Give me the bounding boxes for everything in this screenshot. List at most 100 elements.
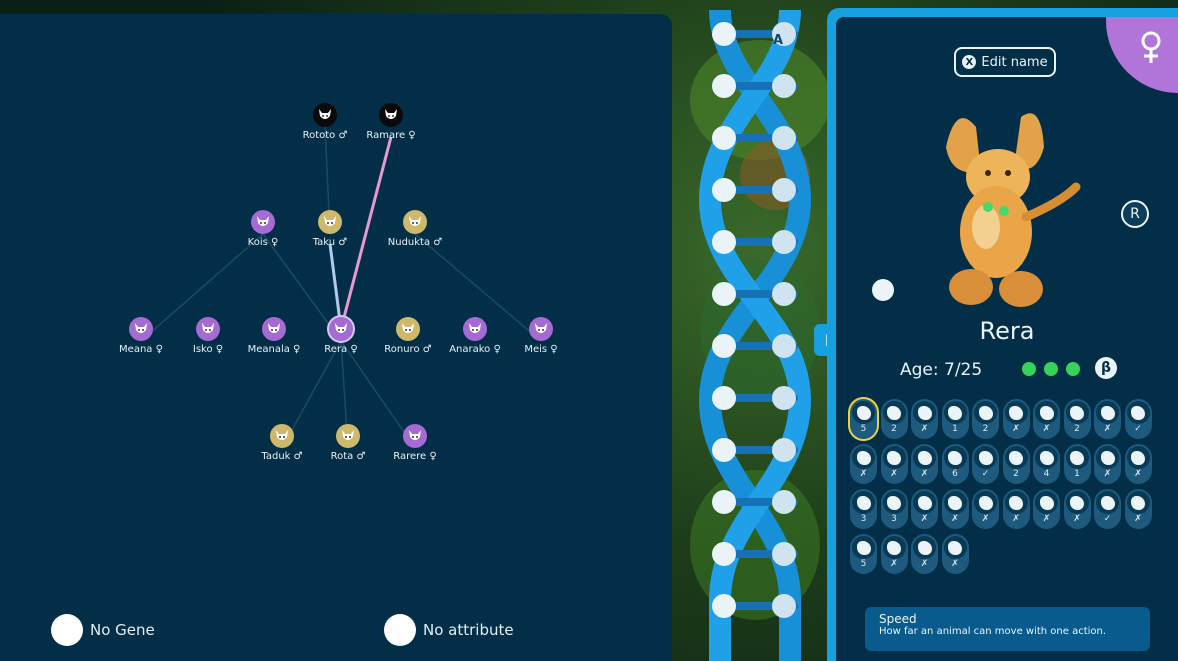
tree-node-rarere[interactable]: Rarere ♀ [375,424,455,462]
trait-slot[interactable]: ✗ [850,444,877,484]
trait-slot[interactable]: 2 [972,399,999,439]
trait-slot[interactable]: 4 [1033,444,1060,484]
tree-node-name: Ronuro ♂ [384,344,432,355]
trait-slot[interactable]: ✓ [972,444,999,484]
edit-name-button[interactable]: X Edit name [954,47,1056,77]
dna-helix[interactable]: A [680,0,828,661]
trait-icon [913,446,936,469]
trait-slot[interactable]: ✗ [1124,444,1152,484]
tree-node-anarako[interactable]: Anarako ♀ [435,317,515,355]
trait-slot[interactable]: 3 [880,489,908,529]
trait-level: ✗ [981,514,990,524]
trait-slot[interactable]: ✗ [1094,444,1121,484]
tooltip-title: Speed [879,612,917,626]
trait-icon [943,446,967,469]
legend-no-gene: No Gene [51,614,155,646]
trait-level: ✓ [1134,424,1142,434]
dna-top-right-label: A [773,33,783,48]
trait-icon [943,536,967,559]
tree-node-rototo[interactable]: Rototo ♂ [285,103,365,141]
tree-node-meana[interactable]: Meana ♀ [101,317,181,355]
trait-slot[interactable]: ✗ [1094,399,1121,439]
tree-node-name: Taduk ♂ [261,451,303,462]
trait-level: 6 [952,469,958,479]
creature-head-icon [529,317,553,341]
trait-slot[interactable]: ✗ [911,534,938,574]
trait-slot[interactable]: ✗ [880,534,908,574]
trait-slot[interactable]: ✗ [1033,489,1060,529]
trait-level: 2 [982,424,989,434]
trait-icon [974,401,997,424]
tree-node-ronuro[interactable]: Ronuro ♂ [368,317,448,355]
tree-node-nudukta[interactable]: Nudukta ♂ [375,210,455,248]
trait-slot[interactable]: 6 [941,444,969,484]
trait-slot[interactable]: 2 [1063,399,1091,439]
trait-level: ✗ [1134,514,1142,524]
trait-level: ✗ [1042,424,1051,434]
creature-head-icon [270,424,294,448]
tree-node-rera[interactable]: Rera ♀ [301,317,381,355]
tree-node-taku[interactable]: Taku ♂ [290,210,370,248]
trait-icon [882,401,906,424]
trait-icon [852,491,875,514]
tree-node-rota[interactable]: Rota ♂ [308,424,388,462]
trait-icon [1065,401,1089,424]
creature-head-icon [313,103,337,127]
trait-icon [1126,491,1150,514]
trait-icon [1004,401,1028,424]
trait-slot[interactable]: ✓ [1094,489,1121,529]
trait-slot[interactable]: ✗ [941,534,969,574]
trait-slot[interactable]: ✗ [941,489,969,529]
trait-level: 1 [952,424,958,434]
trait-level: ✗ [920,424,929,434]
tree-node-name: Rera ♀ [324,344,358,355]
trait-slot[interactable]: ✗ [1033,399,1060,439]
trait-slot[interactable]: ✗ [911,399,938,439]
tree-node-kois[interactable]: Kois ♀ [223,210,303,248]
trait-slot[interactable]: 2 [880,399,908,439]
trait-slot[interactable]: 5 [850,534,877,574]
creature-model[interactable] [926,107,1086,317]
creature-head-icon [196,317,220,341]
trait-slot[interactable]: ✗ [1063,489,1091,529]
dna-gene-right-icon [772,490,796,514]
trait-slot[interactable]: 1 [1063,444,1091,484]
trait-slot[interactable]: 2 [1002,444,1030,484]
trait-level: ✗ [859,469,868,479]
trait-slot[interactable]: ✗ [880,444,908,484]
trait-slot[interactable]: ✗ [1002,489,1030,529]
trait-slot[interactable]: ✗ [911,444,938,484]
tree-node-ramare[interactable]: Ramare ♀ [351,103,431,141]
trait-slot[interactable]: ✗ [1002,399,1030,439]
trait-level: ✗ [1134,469,1142,479]
trait-level: ✗ [1073,514,1081,524]
trait-level: ✓ [981,469,990,479]
family-tree-panel: Rototo ♂Ramare ♀ Kois ♀Taku ♂Nudukta ♂ Mea… [0,14,672,661]
health-dot [1066,362,1080,376]
trait-icon [1126,401,1150,424]
tree-node-meanala[interactable]: Meanala ♀ [234,317,314,355]
trait-slot[interactable]: ✗ [911,489,938,529]
trait-slot[interactable]: ✗ [972,489,999,529]
trait-icon [913,536,936,559]
tree-node-meis[interactable]: Meis ♀ [501,317,581,355]
dna-gene-right-icon [772,74,796,98]
rotate-button[interactable]: R [1121,200,1149,228]
tree-node-isko[interactable]: Isko ♀ [168,317,248,355]
creature-head-icon [129,317,153,341]
health-dot [1022,362,1036,376]
tree-node-name: Anarako ♀ [449,344,501,355]
trait-slot[interactable]: 5 [850,399,877,439]
dna-gene-left-icon [712,282,736,306]
trait-icon [1096,401,1119,424]
trait-slot[interactable]: 3 [850,489,877,529]
edit-name-label: Edit name [981,54,1048,70]
tree-node-taduk[interactable]: Taduk ♂ [242,424,322,462]
trait-slot[interactable]: 1 [941,399,969,439]
dna-gene-right-icon [772,386,796,410]
trait-icon [1035,446,1058,469]
family-link-faint [414,233,542,342]
trait-level: 3 [860,514,867,524]
trait-slot[interactable]: ✗ [1124,489,1152,529]
trait-slot[interactable]: ✓ [1124,399,1152,439]
